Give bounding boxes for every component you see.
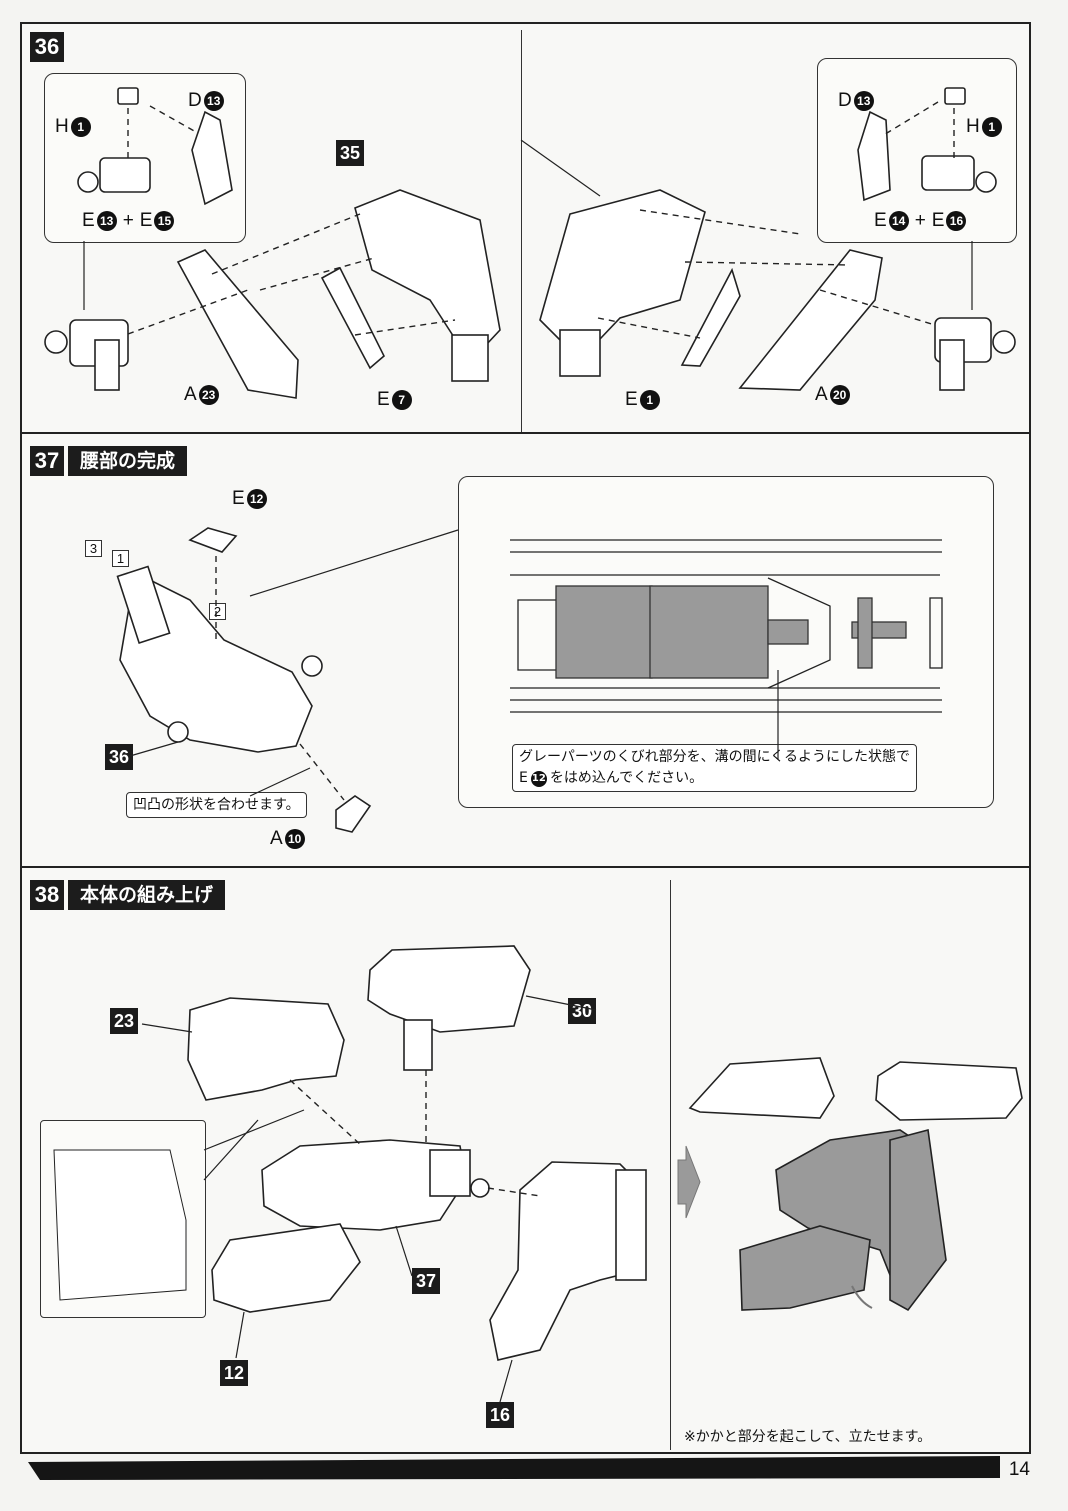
ref-30: 30 <box>568 998 596 1024</box>
leg-16 <box>489 1161 641 1361</box>
ref-35: 35 <box>336 140 364 166</box>
footnote-heel: ※かかと部分を起こして、立たせます。 <box>684 1429 932 1445</box>
torso-joint <box>429 1149 471 1197</box>
divider-step36-halves <box>521 30 522 432</box>
inset-cylinder-right <box>921 155 975 191</box>
step-38-title: 本体の組み上げ <box>68 880 226 910</box>
complete-leg-gray <box>739 1225 871 1311</box>
inset-small-part-right <box>944 87 966 105</box>
inset-ball-right <box>975 171 997 193</box>
inset-cylinder-left <box>99 157 151 193</box>
seq-2: 2 <box>209 603 226 620</box>
step-37-title: 腰部の完成 <box>68 446 188 476</box>
part-a10 <box>335 795 372 833</box>
arrow-right-icon <box>677 1145 701 1219</box>
ref-37: 37 <box>412 1268 440 1294</box>
inset-small-part-left <box>117 87 139 105</box>
waist-ball-right <box>301 655 323 677</box>
side-armor-a23 <box>176 249 299 399</box>
seq-1: 1 <box>112 550 129 567</box>
footer-brush-stroke <box>28 1456 1000 1480</box>
ref-23: 23 <box>110 1008 138 1034</box>
gray-part-block-1 <box>555 585 653 679</box>
waist-upper-block <box>116 565 171 644</box>
part-23-upper <box>187 997 345 1101</box>
rotate-arrow-icon <box>851 1285 873 1309</box>
leg-16-armor <box>615 1169 647 1281</box>
gray-part-block-2 <box>649 585 769 679</box>
hip-plate-left <box>94 339 120 391</box>
ref-36: 36 <box>105 744 133 770</box>
gray-part-neck <box>767 619 809 645</box>
inset-wedge-left <box>191 110 233 206</box>
waist-lower-left <box>451 334 489 382</box>
part-e12 <box>188 527 238 553</box>
hip-plate-right <box>939 339 965 391</box>
step-37-number: 37 <box>30 446 64 476</box>
page-number: 14 <box>1008 1459 1030 1480</box>
step-36-number: 36 <box>30 32 64 62</box>
complete-head-right <box>875 1061 1023 1121</box>
inset-ball-left <box>77 171 99 193</box>
ref-12: 12 <box>220 1360 248 1386</box>
complete-head-left <box>688 1057 835 1119</box>
divider-step38-halves <box>670 880 671 1450</box>
side-frame-e1 <box>680 267 741 367</box>
part-30-upper <box>367 945 531 1033</box>
side-frame-e7 <box>320 266 385 370</box>
complete-armor-gray <box>889 1128 947 1312</box>
torso-ball <box>470 1178 490 1198</box>
inset-wedge-right <box>857 110 891 202</box>
seq-3: 3 <box>85 540 102 557</box>
leg-12 <box>211 1223 361 1313</box>
side-armor-a20 <box>738 249 883 391</box>
note-shape-align: 凹凸の形状を合わせます。 <box>126 792 307 818</box>
divider-37-38 <box>20 866 1031 868</box>
step-38-number: 38 <box>30 880 64 910</box>
step36-right-inset <box>817 58 1017 243</box>
hip-ball-right <box>992 330 1016 354</box>
waist-lower-right <box>559 329 601 377</box>
hip-ball-left <box>44 330 68 354</box>
gray-t-stem <box>857 597 873 669</box>
ref-16: 16 <box>486 1402 514 1428</box>
torso-37 <box>261 1139 467 1231</box>
divider-36-37 <box>20 432 1031 434</box>
part-30-leg <box>403 1019 433 1071</box>
